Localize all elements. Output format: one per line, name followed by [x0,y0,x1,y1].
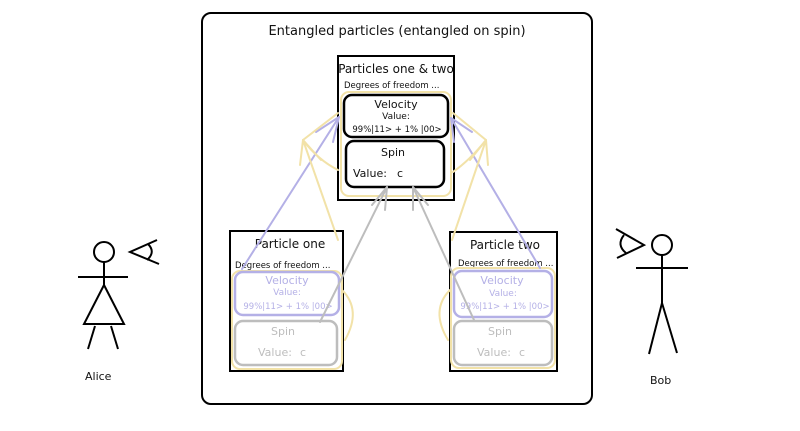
combined-velocity-label: Velocity [374,98,418,111]
particle-two-velocity-label: Velocity [480,274,524,287]
alice-figure [78,241,128,350]
combined-dof: Degrees of freedom ... [344,81,439,91]
combined-spin-value: c [397,167,403,180]
combined-velocity-value-label: Value: [382,112,410,122]
combined-dof-outline [340,91,452,197]
combined-velocity-card: Velocity Value: 99%|11> + 1% |00> [342,93,450,139]
spin-arrow-left [319,186,388,323]
velocity-arrow-right [450,117,541,269]
particle-one-spin-value: c [300,346,306,359]
alice-eye-icon [127,239,160,265]
bob-eye-icon [615,228,647,259]
particle-one-spin-value-label: Value: [258,346,292,359]
particle-two-spin-value: c [519,346,525,359]
spin-arrow-right [412,186,475,321]
particle-two-velocity-value-label: Value: [489,289,517,299]
particle-two-dof: Degrees of freedom ... [458,259,553,269]
velocity-arrow-left [241,116,340,270]
combined-title: Particles one & two [338,62,454,76]
combined-particle-box: Particles one & two Degrees of freedom .… [337,55,455,201]
bob-figure [636,234,688,355]
alice-label: Alice [85,370,112,383]
particle-two-spin-card: Spin Value: c [452,319,554,367]
combined-velocity-value: 99%|11> + 1% |00> [352,125,441,135]
particle-two-spin-value-label: Value: [477,346,511,359]
container-title: Entangled particles (entangled on spin) [268,24,525,39]
particle-two-spin-label: Spin [488,325,512,338]
particle-one-spin-label: Spin [271,325,295,338]
combined-spin-value-label: Value: [353,167,387,180]
particle-two-velocity-value: 99%|11> + 1% |00> [460,302,549,312]
particle-one-dof: Degrees of freedom ... [235,261,330,271]
combined-spin-label: Spin [381,146,405,159]
alice-head [93,241,115,263]
dof-arrow-right [438,112,489,341]
bob-label: Bob [650,374,671,387]
particle-one-velocity-value-label: Value: [273,288,301,298]
particle-one-velocity-label: Velocity [265,274,309,287]
particle-one-velocity-card: Velocity Value: 99%|11> + 1% |00> [233,270,341,317]
dof-arrow-left [299,112,354,341]
particle-two-box: Particle two Degrees of freedom ... Velo… [449,231,558,372]
particle-one-spin-card: Spin Value: c [233,319,339,367]
particle-one-box: Particle one Degrees of freedom ... Velo… [229,230,344,372]
particle-two-dof-outline [450,267,556,369]
particle-one-velocity-value: 99%|11> + 1% |00> [243,302,332,312]
particle-one-title: Particle one [255,237,325,251]
particle-two-title: Particle two [470,238,540,252]
combined-spin-card: Spin Value: c [344,139,446,189]
particle-two-velocity-card: Velocity Value: 99%|11> + 1% |00> [452,269,554,319]
bob-head [651,234,673,256]
